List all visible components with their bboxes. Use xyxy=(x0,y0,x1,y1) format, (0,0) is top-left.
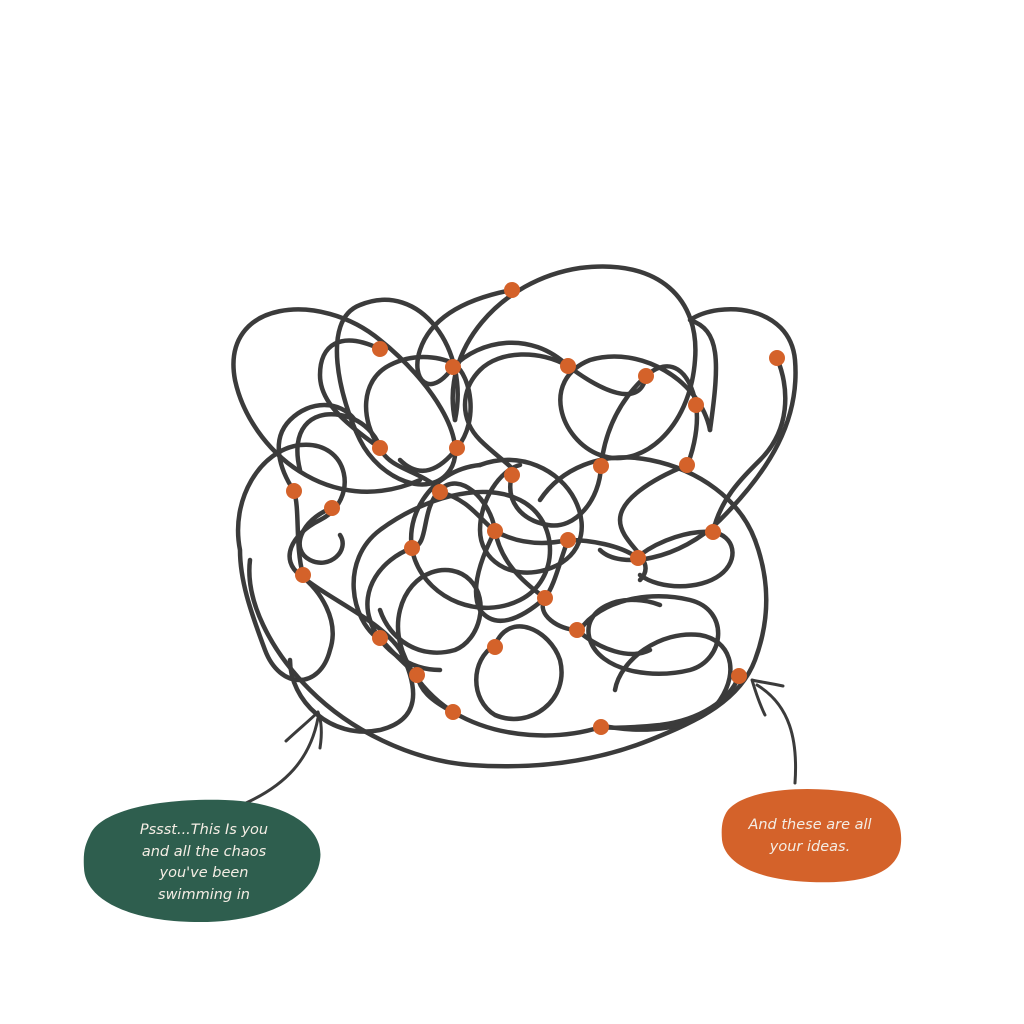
idea-dot xyxy=(504,467,520,483)
idea-dots xyxy=(286,282,785,735)
idea-dot xyxy=(295,567,311,583)
idea-dot xyxy=(445,359,461,375)
idea-dot xyxy=(731,668,747,684)
pointer-arrows xyxy=(244,678,798,805)
idea-dot xyxy=(409,667,425,683)
idea-dot xyxy=(569,622,585,638)
idea-dot xyxy=(560,532,576,548)
idea-dot xyxy=(372,440,388,456)
idea-dot xyxy=(487,639,503,655)
idea-dot xyxy=(449,440,465,456)
idea-dot xyxy=(372,630,388,646)
chaos-callout-bubble xyxy=(83,799,321,922)
idea-dot xyxy=(688,397,704,413)
ideas-callout-text: And these are all your ideas. xyxy=(748,817,872,855)
idea-dot xyxy=(372,341,388,357)
idea-dot xyxy=(286,483,302,499)
idea-dot xyxy=(432,484,448,500)
idea-dot xyxy=(537,590,553,606)
chaos-scribble xyxy=(231,264,798,769)
left-arrowhead-icon xyxy=(284,710,323,750)
idea-dot xyxy=(404,540,420,556)
left-arrow-icon xyxy=(244,716,320,805)
right-arrowhead-icon xyxy=(750,678,785,717)
chaos-callout-text: Pssst...This Is you and all the chaos yo… xyxy=(139,822,269,903)
idea-dot xyxy=(630,550,646,566)
idea-dot xyxy=(679,457,695,473)
idea-dot xyxy=(560,358,576,374)
idea-dot xyxy=(593,458,609,474)
idea-dot xyxy=(769,350,785,366)
idea-dot xyxy=(593,719,609,735)
idea-dot xyxy=(487,523,503,539)
idea-dot xyxy=(324,500,340,516)
idea-dot xyxy=(504,282,520,298)
idea-dot xyxy=(638,368,654,384)
idea-dot xyxy=(705,524,721,540)
ideas-callout-bubble xyxy=(721,789,902,883)
right-arrow-icon xyxy=(755,683,798,785)
idea-dot xyxy=(445,704,461,720)
